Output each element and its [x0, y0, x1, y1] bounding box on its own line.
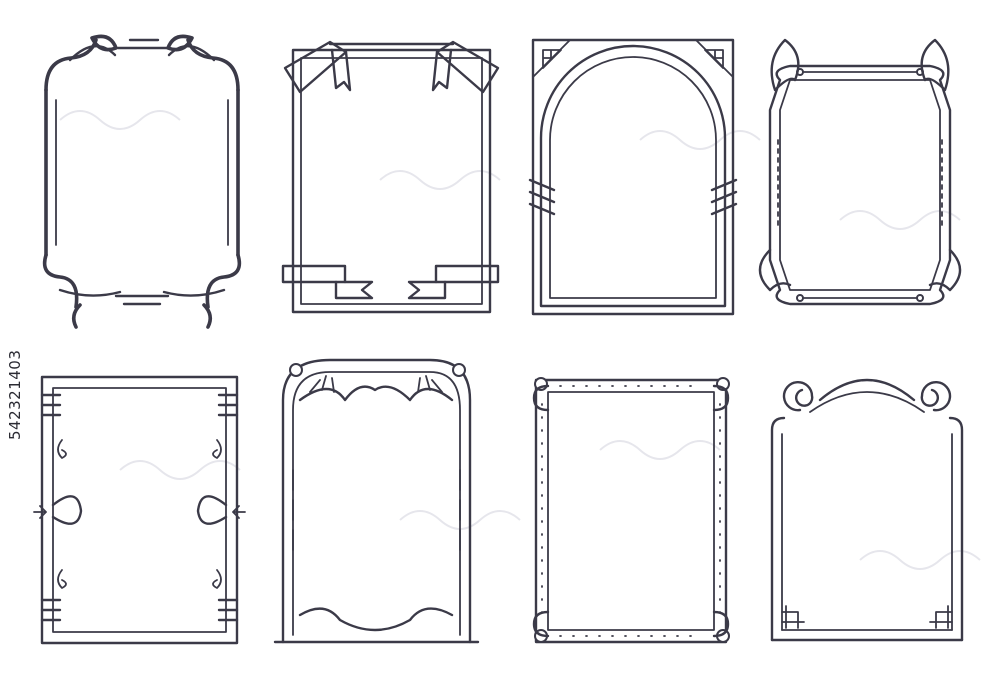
frame-arched-deco	[528, 38, 738, 316]
frame-spiral-scroll	[770, 378, 964, 642]
stock-image-id: 542321403	[6, 349, 24, 440]
frame-leafy-corners	[42, 34, 242, 329]
frame-ribbon-banner	[281, 40, 500, 314]
watermark-pattern	[59, 110, 981, 570]
frame-knotted-bar	[33, 375, 246, 645]
frame-dotted-border	[532, 377, 730, 644]
frame-pendant-curls	[758, 38, 962, 306]
frame-fan-arch	[273, 358, 480, 644]
